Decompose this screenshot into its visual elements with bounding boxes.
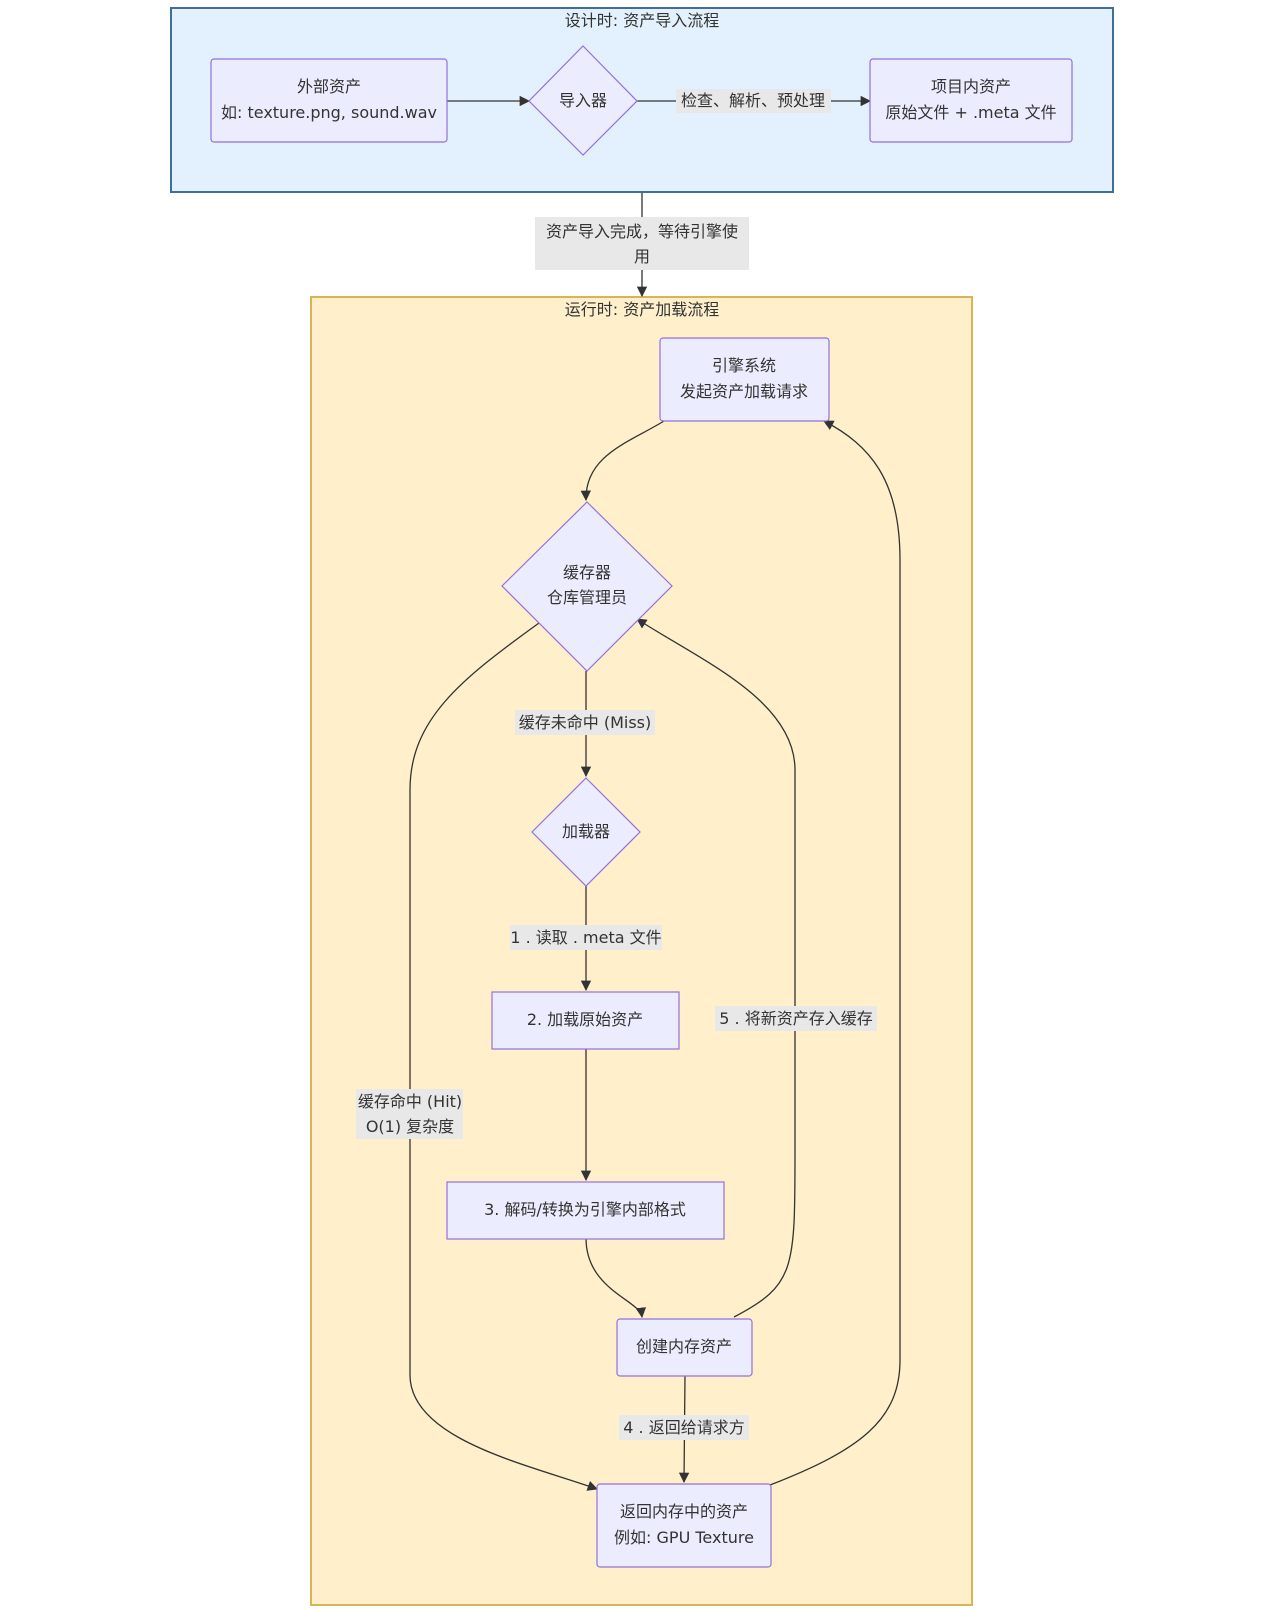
node-decode-convert: 3. 解码/转换为引擎内部格式 — [446, 1181, 725, 1240]
edge-label-read-meta: 1 . 读取 . meta 文件 — [510, 925, 662, 950]
svg-text:1 . 读取 . meta 文件: 1 . 读取 . meta 文件 — [510, 928, 661, 947]
edge-labels: 检查、解析、预处理 资产导入完成，等待引擎使 用 缓存未命中 (Miss) 1 … — [356, 89, 877, 1440]
node-cache: 缓存器 仓库管理员 — [501, 501, 673, 672]
svg-text:缓存命中 (Hit): 缓存命中 (Hit) — [358, 1092, 462, 1111]
node-external-asset: 外部资产 如: texture.png, sound.wav — [210, 58, 448, 143]
svg-text:如: texture.png, sound.wav: 如: texture.png, sound.wav — [221, 103, 437, 122]
node-create-memory-asset: 创建内存资产 — [616, 1318, 753, 1377]
edge-label-cache-miss: 缓存未命中 (Miss) — [515, 710, 655, 735]
nodes: 外部资产 如: texture.png, sound.wav 导入器 项目内资产… — [210, 45, 1073, 1568]
edge-label-check-parse: 检查、解析、预处理 — [676, 89, 831, 113]
design-cluster-title: 设计时: 资产导入流程 — [565, 11, 719, 30]
svg-text:导入器: 导入器 — [559, 91, 607, 110]
svg-text:发起资产加载请求: 发起资产加载请求 — [680, 382, 808, 401]
svg-text:加载器: 加载器 — [562, 822, 610, 841]
svg-text:检查、解析、预处理: 检查、解析、预处理 — [681, 91, 825, 110]
svg-text:原始文件 + .meta 文件: 原始文件 + .meta 文件 — [885, 103, 1056, 122]
svg-text:5 . 将新资产存入缓存: 5 . 将新资产存入缓存 — [719, 1009, 872, 1028]
svg-text:3. 解码/转换为引擎内部格式: 3. 解码/转换为引擎内部格式 — [484, 1200, 686, 1219]
runtime-cluster: 运行时: 资产加载流程 — [310, 296, 973, 1606]
node-importer: 导入器 — [528, 45, 638, 156]
svg-text:创建内存资产: 创建内存资产 — [636, 1337, 732, 1356]
edge-cache-hit-to-return — [409, 622, 598, 1491]
svg-text:返回内存中的资产: 返回内存中的资产 — [620, 1502, 748, 1521]
svg-text:仓库管理员: 仓库管理员 — [547, 588, 627, 607]
edge-return-to-engine — [769, 420, 901, 1486]
edge-label-store-cache: 5 . 将新资产存入缓存 — [715, 1006, 877, 1031]
edge-label-import-done: 资产导入完成，等待引擎使 用 — [535, 217, 749, 270]
node-project-asset: 项目内资产 原始文件 + .meta 文件 — [869, 58, 1073, 143]
node-engine-system: 引擎系统 发起资产加载请求 — [659, 337, 830, 422]
svg-text:资产导入完成，等待引擎使: 资产导入完成，等待引擎使 — [546, 222, 738, 241]
runtime-cluster-title: 运行时: 资产加载流程 — [565, 300, 719, 319]
svg-text:项目内资产: 项目内资产 — [931, 77, 1011, 96]
svg-text:4 . 返回给请求方: 4 . 返回给请求方 — [623, 1418, 744, 1437]
node-load-raw-asset: 2. 加载原始资产 — [491, 991, 680, 1050]
svg-text:缓存未命中 (Miss): 缓存未命中 (Miss) — [519, 713, 652, 732]
edge-label-cache-hit: 缓存命中 (Hit) O(1) 复杂度 — [356, 1089, 463, 1139]
svg-text:例如: GPU Texture: 例如: GPU Texture — [614, 1528, 754, 1547]
svg-text:O(1) 复杂度: O(1) 复杂度 — [366, 1117, 454, 1136]
svg-text:2. 加载原始资产: 2. 加载原始资产 — [527, 1010, 643, 1029]
svg-text:缓存器: 缓存器 — [563, 563, 611, 582]
edge-label-return-requester: 4 . 返回给请求方 — [619, 1415, 749, 1440]
svg-text:外部资产: 外部资产 — [297, 77, 361, 96]
edge-engine-to-cache — [580, 420, 665, 502]
edge-create-to-cache — [636, 618, 796, 1318]
node-loader: 加载器 — [531, 777, 641, 887]
edge-decode-to-create — [585, 1237, 647, 1319]
svg-text:用: 用 — [634, 247, 650, 266]
node-return-memory-asset: 返回内存中的资产 例如: GPU Texture — [596, 1483, 772, 1568]
svg-text:引擎系统: 引擎系统 — [712, 356, 776, 375]
